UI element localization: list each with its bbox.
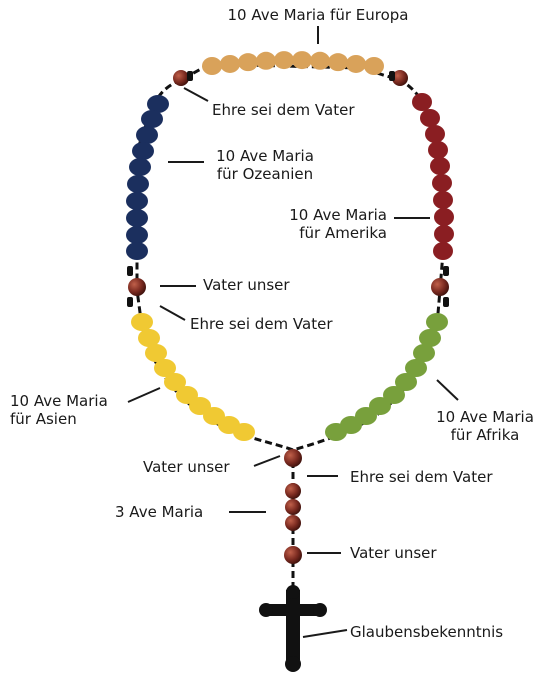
leader-afrika: [436, 379, 459, 401]
cross-icon: [259, 585, 327, 672]
bead-amerika: [433, 242, 453, 260]
label-vater-unser-center: Vater unser: [143, 458, 230, 476]
bead-europa: [274, 51, 294, 70]
label-line: 10 Ave Maria: [10, 392, 108, 410]
chain-link: [389, 71, 395, 81]
label-glaubensbekenntnis: Glaubensbekenntnis: [350, 623, 503, 641]
bead-ozeanien: [126, 226, 148, 244]
chain-link: [443, 297, 449, 307]
bead-afrika: [413, 344, 435, 362]
label-line: Glaubensbekenntnis: [350, 623, 504, 641]
bead-drei-ave: [285, 499, 301, 515]
bead-ozeanien: [126, 242, 148, 260]
bead-amerika: [432, 174, 452, 192]
bead-europa: [256, 51, 276, 70]
label-line: Ehre sei dem Vater: [190, 315, 333, 333]
bead-amerika: [428, 141, 448, 159]
label-drei-ave: 3 Ave Maria: [115, 503, 203, 521]
bead-ehre-top-right: [392, 70, 408, 86]
chain-link: [443, 266, 449, 276]
bead-europa: [292, 51, 312, 70]
leader-glaubensbekenntnis: [302, 629, 348, 638]
bead-afrika: [395, 373, 417, 391]
bead-drei-ave: [285, 515, 301, 531]
bead-amerika: [433, 191, 453, 209]
bead-asien: [145, 344, 167, 362]
label-vater-unser-bottom: Vater unser: [350, 544, 437, 562]
label-europa: 10 Ave Maria für Europa: [198, 6, 438, 24]
bead-asien: [138, 329, 160, 347]
bead-ozeanien: [126, 192, 148, 210]
bead-ozeanien: [129, 158, 151, 176]
label-line: 10 Ave Maria: [436, 408, 534, 426]
label-line: Vater unser: [350, 544, 437, 562]
bead-ozeanien: [126, 209, 148, 227]
label-line: für Amerika: [299, 224, 387, 242]
label-line: für Afrika: [450, 426, 520, 444]
chain-link: [187, 71, 193, 81]
bead-amerika: [434, 225, 454, 243]
label-ehre-left: Ehre sei dem Vater: [190, 315, 333, 333]
label-line: Vater unser: [143, 458, 230, 476]
bead-vater-unser-right: [431, 278, 449, 296]
label-line: für Ozeanien: [216, 165, 314, 183]
bead-amerika: [412, 93, 432, 111]
leader-ehre-left: [159, 305, 186, 321]
bead-afrika: [325, 423, 347, 441]
label-ehre-center: Ehre sei dem Vater: [350, 468, 493, 486]
label-line: für Asien: [10, 410, 77, 428]
bead-ozeanien: [132, 142, 154, 160]
leader-vater-unser-center: [253, 455, 281, 467]
bead-vater-unser-bottom: [284, 546, 302, 564]
bead-ozeanien: [127, 175, 149, 193]
bead-ozeanien: [136, 126, 158, 144]
label-line: 3 Ave Maria: [115, 503, 204, 521]
label-line: 10 Ave Maria: [289, 206, 387, 224]
label-line: Vater unser: [203, 276, 290, 294]
chain-link: [127, 297, 133, 307]
bead-europa: [364, 57, 384, 75]
label-ehre-top: Ehre sei dem Vater: [212, 101, 355, 119]
bead-europa: [202, 57, 222, 75]
bead-afrika: [426, 313, 448, 331]
bead-ozeanien: [147, 95, 169, 113]
bead-ehre-top-left: [173, 70, 189, 86]
label-line: 10 Ave Maria für Europa: [227, 6, 409, 24]
bead-drei-ave: [285, 483, 301, 499]
bead-asien: [131, 313, 153, 331]
bead-europa: [238, 53, 258, 72]
label-line: Ehre sei dem Vater: [350, 468, 493, 486]
bead-europa: [346, 54, 366, 73]
bead-amerika: [425, 125, 445, 143]
bead-afrika: [419, 329, 441, 347]
bead-afrika: [383, 386, 405, 404]
label-line: Ehre sei dem Vater: [212, 101, 355, 119]
leader-asien: [127, 387, 161, 403]
bead-afrika: [405, 359, 427, 377]
chain-link: [127, 266, 133, 276]
label-vater-unser-left: Vater unser: [203, 276, 290, 294]
bead-asien: [233, 423, 255, 441]
bead-europa: [220, 54, 240, 73]
bead-asien: [164, 373, 186, 391]
bead-amerika: [430, 157, 450, 175]
bead-vater-unser-left: [128, 278, 146, 296]
label-line: 10 Ave Maria: [216, 147, 314, 165]
bead-europa: [328, 53, 348, 72]
bead-amerika: [434, 208, 454, 226]
bead-ozeanien: [141, 110, 163, 128]
bead-vater-unser-center: [284, 449, 302, 467]
leader-ehre-top: [183, 87, 209, 102]
bead-europa: [310, 51, 330, 70]
bead-amerika: [420, 109, 440, 127]
bead-asien: [154, 359, 176, 377]
